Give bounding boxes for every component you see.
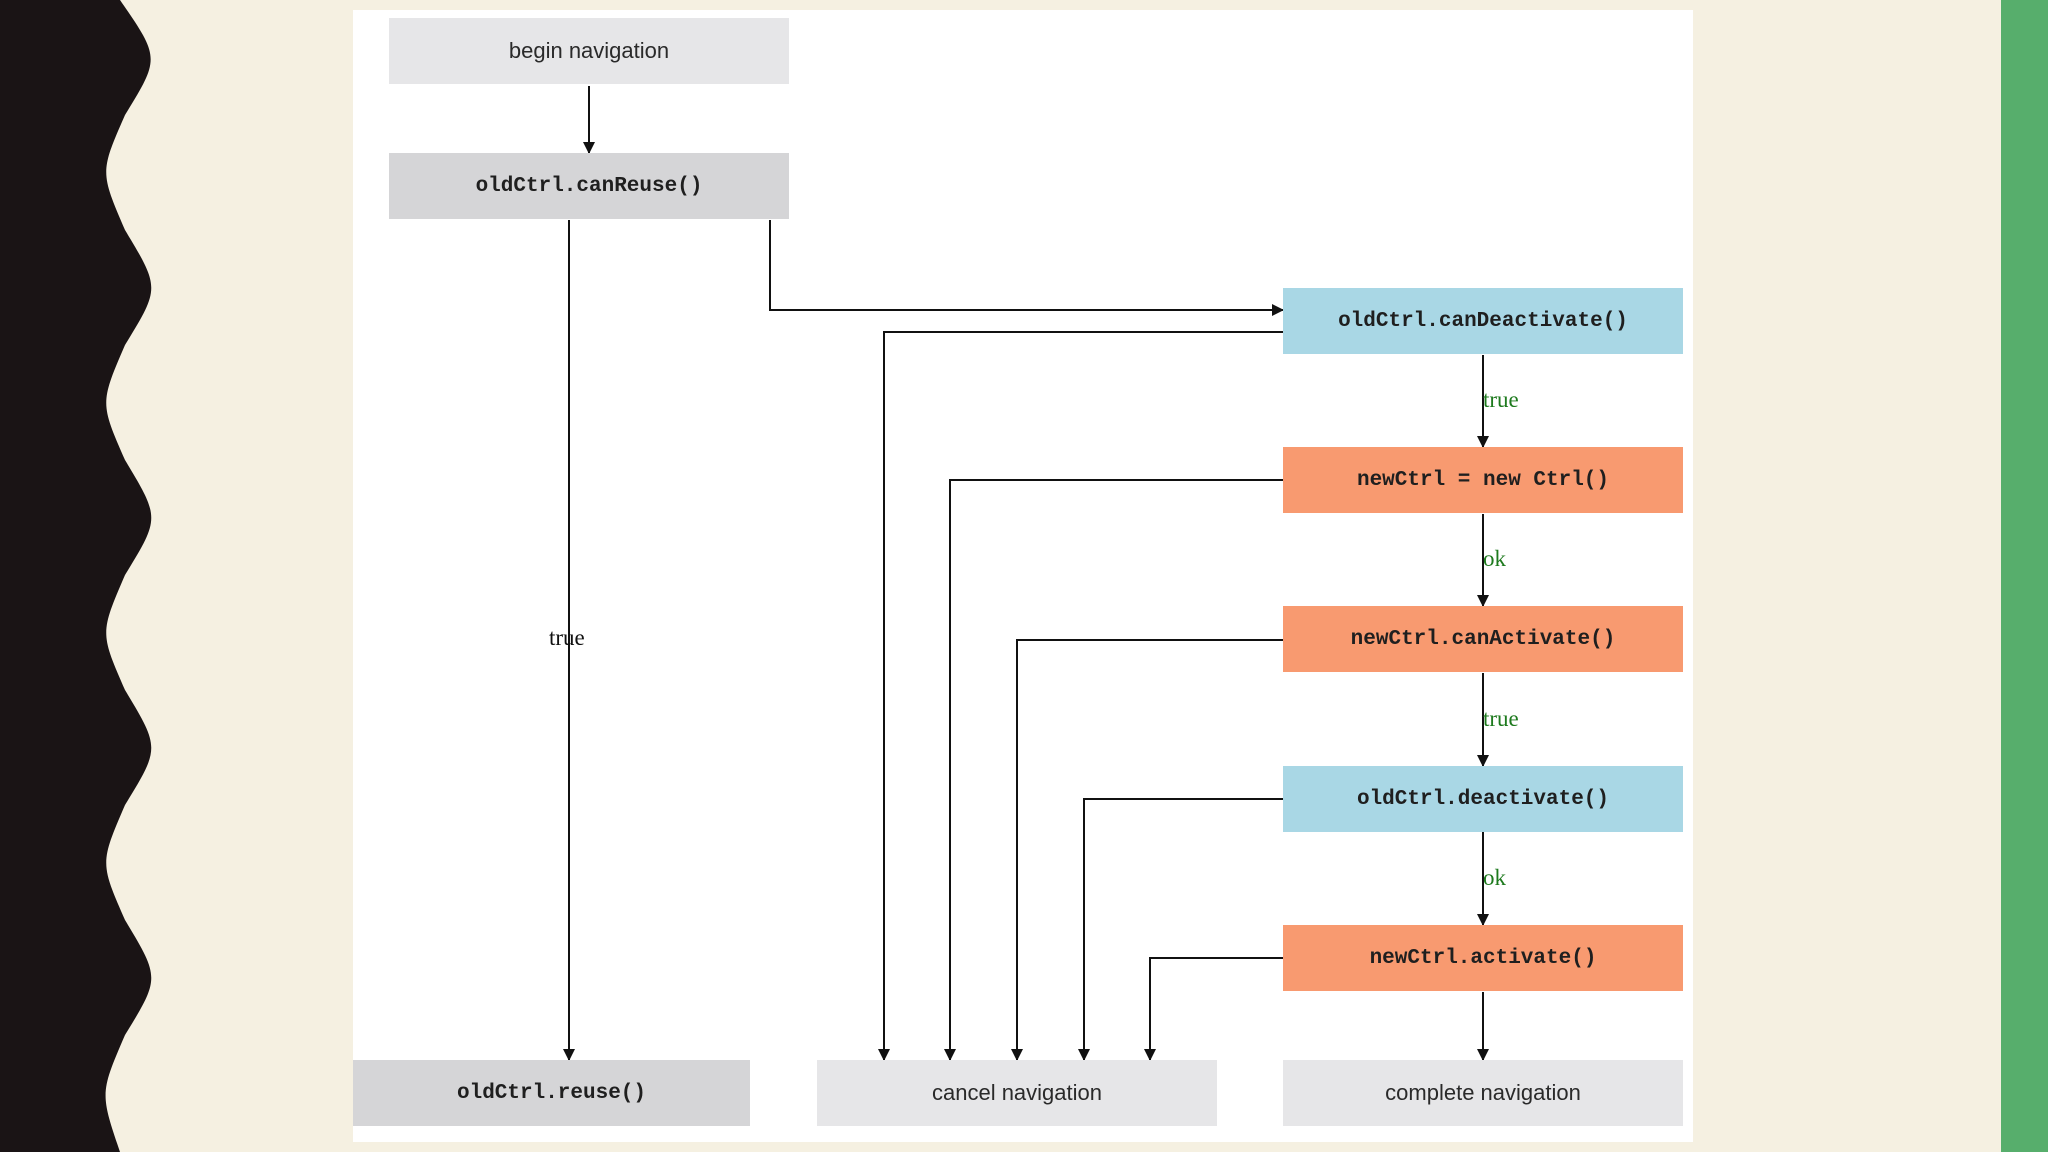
edge-label-activate-true: true	[1483, 706, 1519, 731]
edge-candeactivate-to-cancel	[878, 331, 1283, 1061]
node-begin-navigation: begin navigation	[389, 18, 789, 84]
node-new-ctrl: newCtrl = new Ctrl()	[1283, 447, 1683, 513]
edge-deactivate-to-cancel	[1078, 798, 1283, 1061]
edge-newctrl-to-cancel	[944, 479, 1283, 1061]
edge-activate-to-cancel	[1144, 957, 1283, 1061]
edge-label-reuse-true: true	[549, 625, 585, 650]
node-can-activate: newCtrl.canActivate()	[1283, 606, 1683, 672]
edge-label-deactivate-true: true	[1483, 387, 1519, 412]
edge-canreuse-to-candeactivate	[769, 220, 1284, 316]
edge-canactivate-to-cancel	[1011, 639, 1283, 1061]
node-can-deactivate: oldCtrl.canDeactivate()	[1283, 288, 1683, 354]
node-reuse: oldCtrl.reuse()	[353, 1060, 750, 1126]
node-complete-navigation: complete navigation	[1283, 1060, 1683, 1126]
node-activate: newCtrl.activate()	[1283, 925, 1683, 991]
node-deactivate: oldCtrl.deactivate()	[1283, 766, 1683, 832]
right-accent-bar	[2001, 0, 2048, 1152]
node-can-reuse: oldCtrl.canReuse()	[389, 153, 789, 219]
edge-label-deactivate-ok: ok	[1483, 865, 1506, 890]
left-wave-decoration	[0, 0, 152, 1152]
edge-label-new-ok: ok	[1483, 546, 1506, 571]
node-cancel-navigation: cancel navigation	[817, 1060, 1217, 1126]
